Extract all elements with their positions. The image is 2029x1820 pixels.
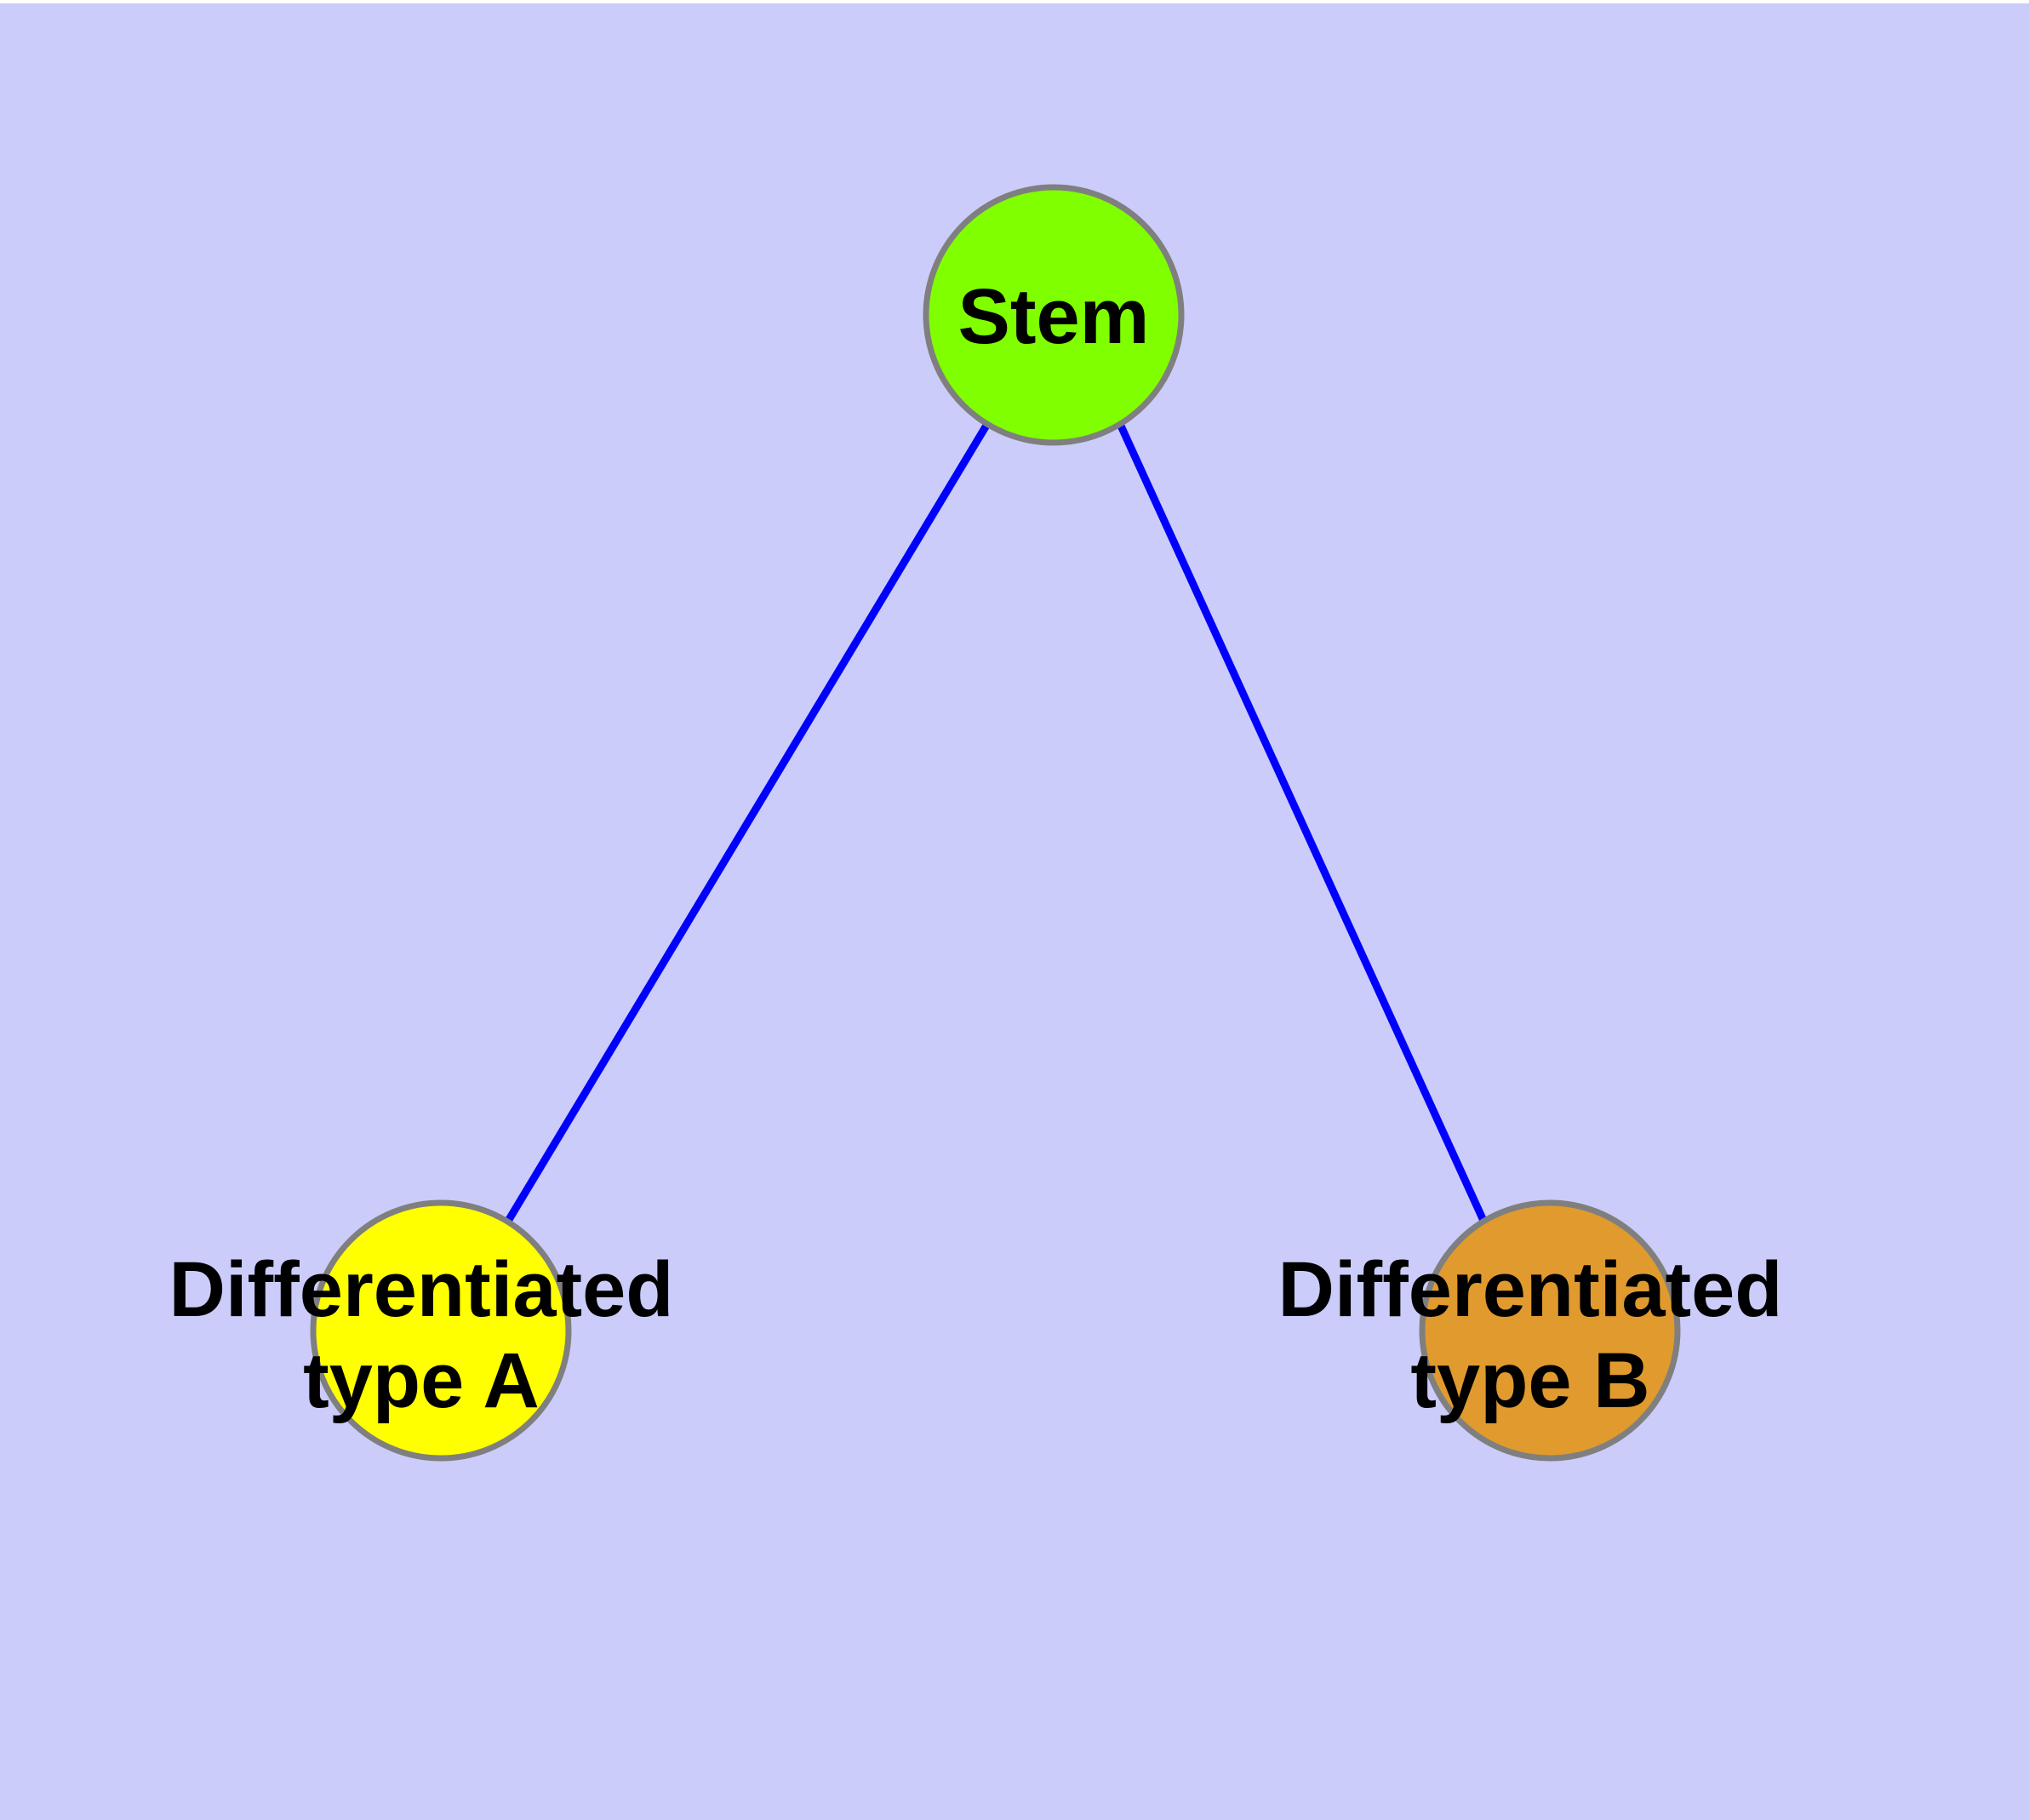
edge-stem-to-differentiated-type-a[interactable] <box>504 421 991 1225</box>
node-label-differentiated-type-b-line1: Differentiated <box>1278 1246 1783 1333</box>
node-circle-differentiated-type-a[interactable] <box>310 1199 572 1462</box>
node-differentiated-type-a[interactable] <box>310 1199 572 1462</box>
edge-layer <box>504 421 1489 1225</box>
node-label-differentiated-type-b-line2: type B <box>1410 1337 1649 1424</box>
node-label-stem: Stem <box>958 273 1150 360</box>
node-circle-differentiated-type-b[interactable] <box>1419 1199 1681 1462</box>
node-label-differentiated-type-a-line2: type A <box>303 1337 540 1424</box>
node-label-differentiated-type-a-line1: Differentiated <box>169 1246 674 1333</box>
edge-stem-to-differentiated-type-b[interactable] <box>1116 422 1489 1224</box>
node-differentiated-type-b[interactable] <box>1419 1199 1681 1462</box>
node-circle-stem[interactable] <box>923 184 1185 446</box>
node-stem[interactable] <box>923 184 1185 446</box>
label-layer: Stem Differentiated type A Differentiate… <box>169 273 1783 1424</box>
